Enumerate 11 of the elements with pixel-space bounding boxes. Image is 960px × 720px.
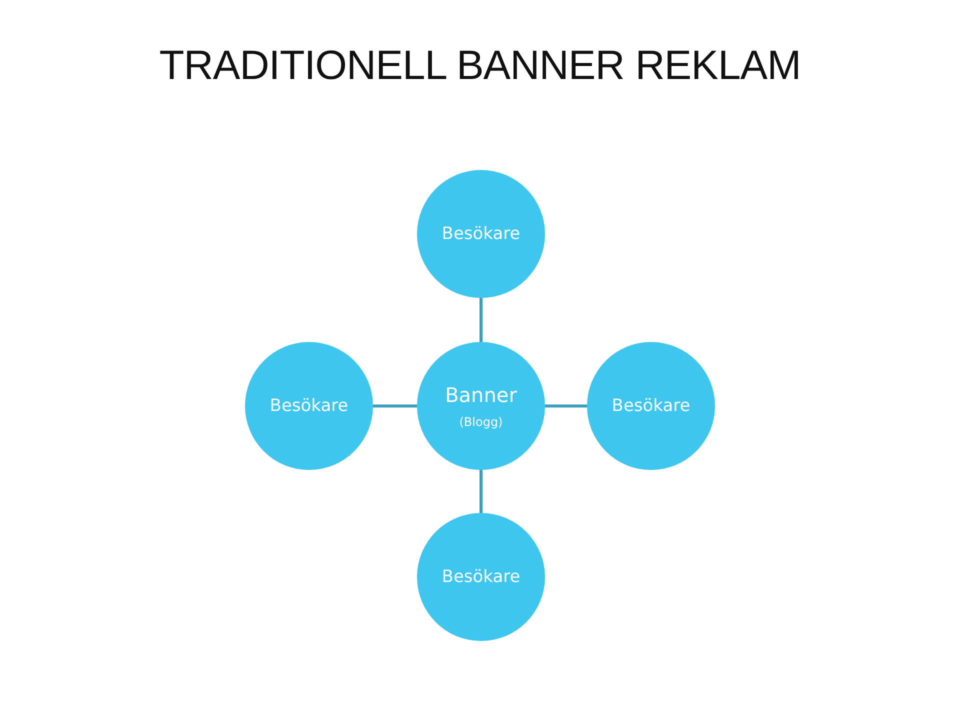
node-label: Besökare [612, 396, 690, 416]
connector-line [545, 404, 587, 408]
node-label: Banner [445, 383, 517, 407]
title: TRADITIONELL BANNER REKLAM [158, 42, 802, 89]
connector-line [480, 298, 482, 342]
connector-line [480, 470, 482, 513]
node-label: Besökare [270, 396, 348, 416]
connector-line [373, 404, 417, 408]
node-sublabel: (Blogg) [459, 415, 503, 429]
node-label: Besökare [442, 224, 520, 244]
node-label: Besökare [442, 566, 520, 588]
